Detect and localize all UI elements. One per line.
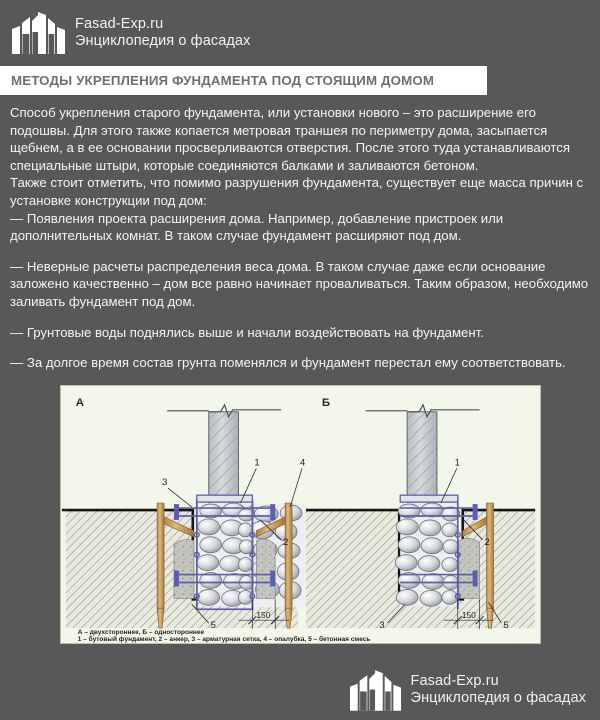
site-name-footer: Fasad-Exp.ru [410, 672, 499, 689]
page-title-band: МЕТОДЫ УКРЕПЛЕНИЯ ФУНДАМЕНТА ПОД СТОЯЩИМ… [0, 66, 487, 95]
formwork-b [462, 502, 494, 629]
callout-numbers-a: 1 2 3 4 5 [162, 456, 305, 630]
callout-numbers-b: 1 2 3 5 [379, 456, 508, 630]
foundation-reinforcement-figure: А [60, 384, 541, 644]
anchor-plates-b [454, 503, 478, 600]
callout-1-a: 1 [254, 456, 259, 467]
formwork-a [156, 502, 293, 629]
house-wall-b [365, 403, 480, 511]
anchor-plates-a [173, 503, 276, 600]
cap-plate-b [399, 494, 459, 503]
panel-a-label: А [76, 397, 84, 409]
buildings-skyline-icon [349, 669, 401, 711]
paragraph: — За долгое время состав грунта поменялс… [10, 355, 566, 371]
callout-1-b: 1 [455, 456, 460, 467]
article-body: Способ укрепления старого фундамента, ил… [0, 95, 600, 372]
site-footer: Fasad-Exp.ru Энциклопедия о фасадах [0, 660, 600, 720]
dimension-b: 150 [443, 599, 494, 629]
cap-plate-a [196, 494, 254, 503]
dimension-value-b: 150 [462, 610, 476, 620]
callout-2-b: 2 [485, 535, 490, 546]
callout-5-a: 5 [211, 619, 216, 630]
figure-caption-line-1: А – двухстороннее, Б – одностороннее [78, 629, 205, 636]
callout-3-a: 3 [162, 476, 167, 487]
site-tagline-footer: Энциклопедия о фасадах [410, 690, 586, 706]
site-tagline: Энциклопедия о фасадах [75, 33, 251, 49]
site-name: Fasad-Exp.ru [75, 15, 164, 32]
paragraph: Также стоит отметить, что помимо разруше… [10, 175, 584, 208]
rubble-core-b [394, 502, 461, 607]
site-logo[interactable]: Fasad-Exp.ru Энциклопедия о фасадах [12, 12, 250, 54]
figure-caption-line-2: 1 – бутовый фундамент, 2 – анкер, 3 – ар… [78, 635, 371, 643]
site-logo-footer[interactable]: Fasad-Exp.ru Энциклопедия о фасадах [349, 669, 586, 711]
callout-2-a: 2 [283, 535, 288, 546]
callout-3-b: 3 [379, 619, 384, 630]
rubble-core-a [196, 502, 255, 607]
callout-5-b: 5 [503, 619, 508, 630]
rebar-and-anchors-b [400, 496, 473, 609]
callout-leaders-b [387, 467, 502, 624]
page-title: МЕТОДЫ УКРЕПЛЕНИЯ ФУНДАМЕНТА ПОД СТОЯЩИМ… [11, 73, 435, 88]
house-wall-a [167, 403, 282, 511]
callout-leaders-a [167, 467, 303, 624]
paragraph: Способ укрепления старого фундамента, ил… [10, 105, 570, 173]
paragraph: — Грунтовые воды поднялись выше и начали… [10, 324, 484, 340]
callout-4-a: 4 [300, 456, 305, 467]
dimension-value-a: 150 [256, 610, 270, 620]
panel-b-label: Б [322, 397, 330, 409]
concrete-mix-b [458, 537, 481, 599]
paragraph: — Неверные расчеты распределения веса до… [10, 258, 589, 309]
buildings-skyline-icon [12, 12, 65, 54]
dimension-a: 150 [238, 599, 290, 629]
paragraph: — Появления проекта расширения дома. Нап… [10, 210, 504, 244]
figure-svg: А [61, 389, 536, 643]
site-header: Fasad-Exp.ru Энциклопедия о фасадах [0, 0, 600, 66]
